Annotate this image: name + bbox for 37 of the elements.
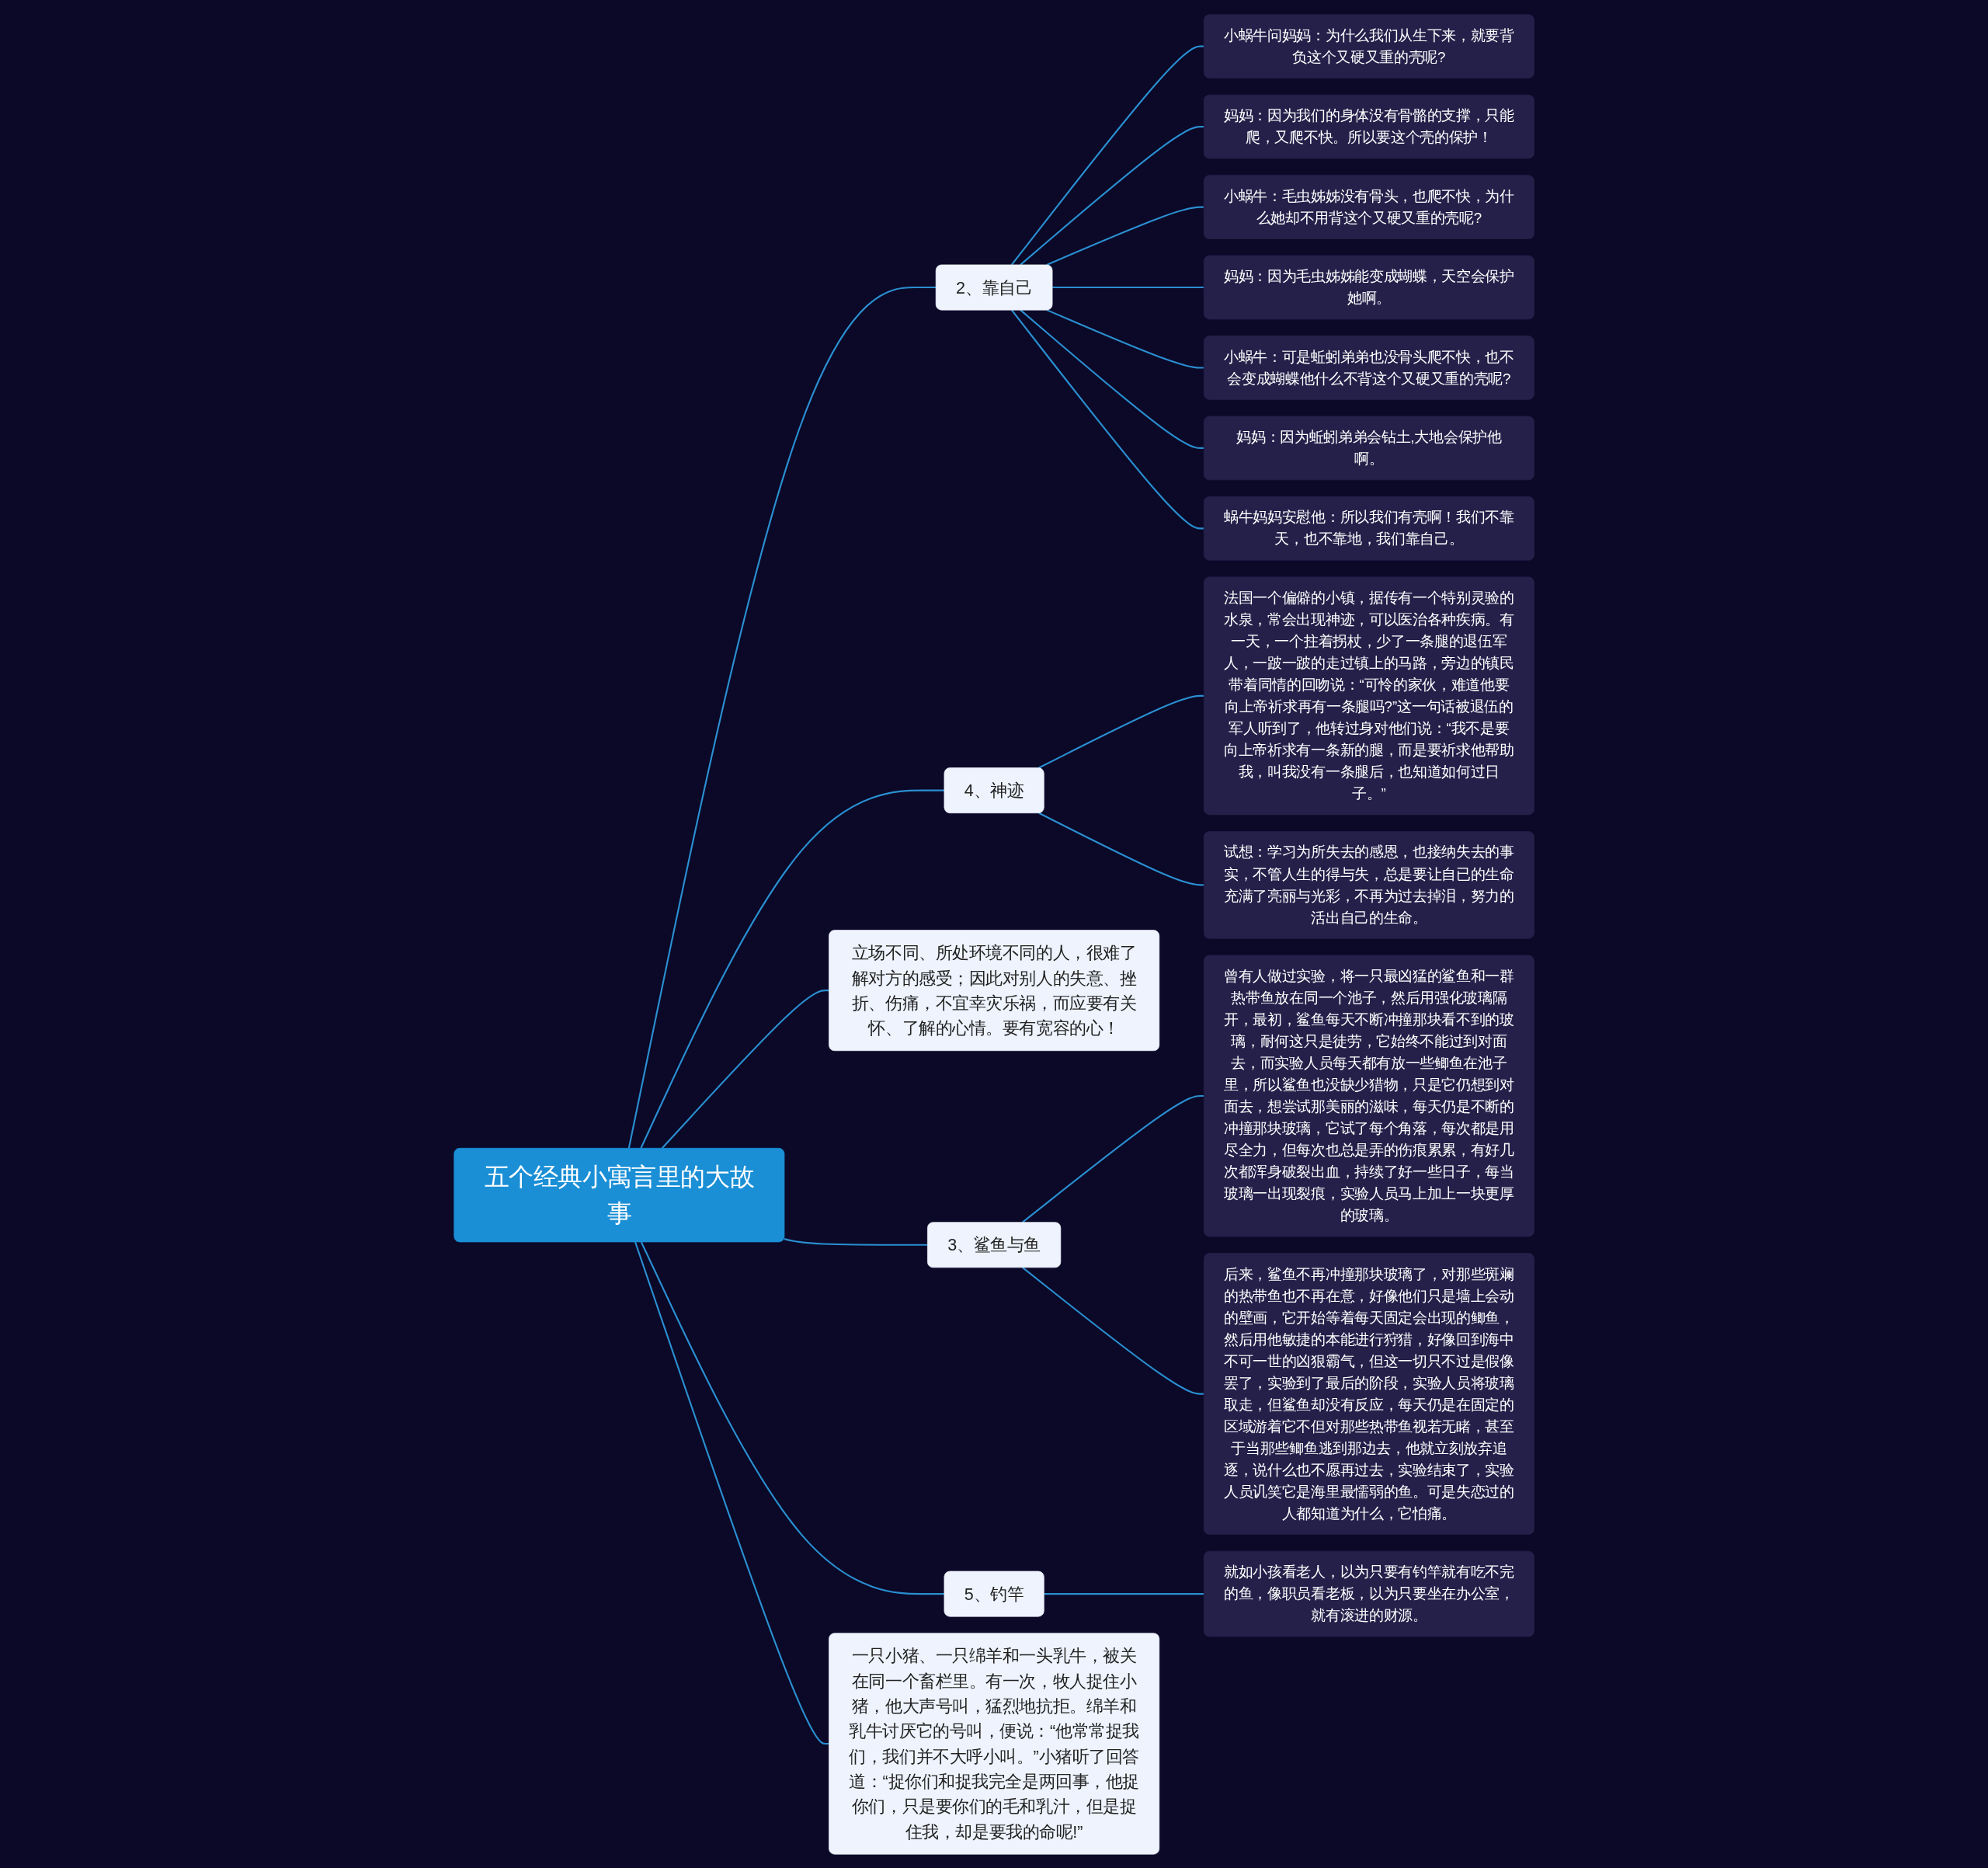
node-box: 后来，鲨鱼不再冲撞那块玻璃了，对那些斑斓的热带鱼也不再在意，好像他们只是墙上会动的壁画，它开始等着每天固定会出现的鲫鱼，然后用他敏捷的本能进行狩猎，好像回到海中不可一世的凶狠霸气，但这一切只不过是假像罢了，实验到了最后的阶段，实验人员将玻璃取走，但鲨鱼却没有反应，每天仍是在固定的区域游着它不但对那些热带鱼视若无睹，甚至于当那些鲫鱼逃到那边去，他就立刻放弃追逐，说什么也不愿再过去，实验结束了，实验人员讥笑它是海里最懦弱的鱼。可是失恋过的人都知道为什么，它怕痛。 [1203,1252,1534,1535]
connector [661,989,829,1149]
connector [1046,206,1204,266]
node-box: 妈妈：因为蚯蚓弟弟会钻土,大地会保护他啊。 [1203,416,1534,480]
node-box: 立场不同、所处环境不同的人，很难了解对方的感受；因此对别人的失意、挫折、伤痛，不宜幸灾乐祸，而应要有关怀、了解的心情。要有宽容的心！ [829,929,1159,1051]
node-box: 妈妈：因为毛虫姊姊能变成蝴蝶，天空会保护她啊。 [1203,255,1534,319]
node-box: 五个经典小寓言里的大故事 [454,1147,785,1242]
node-box: 就如小孩看老人，以为只要有钓竿就有吃不完的鱼，像职员看老板，以为只要坐在办公室，就有滚进的财源。 [1203,1550,1534,1637]
node-box: 小蜗牛：毛虫姊姊没有骨头，也爬不快，为什么她却不用背这个又硬又重的壳呢? [1203,174,1534,239]
connector [1021,1094,1204,1223]
connector [634,1241,829,1745]
node-box: 2、靠自己 [935,264,1053,310]
connector [640,1241,944,1595]
connector [627,286,937,1149]
connector [1046,308,1204,369]
connector [1038,694,1204,769]
connector [1051,286,1204,288]
connector [784,1237,928,1246]
connector [1038,812,1204,885]
node-box: 法国一个偏僻的小镇，据传有一个特别灵验的水泉，常会出现神迹，可以医治各种疾病。有一天，一个拄着拐杖，少了一条腿的退伍军人，一跛一跛的走过镇上的马路，旁边的镇民带着同情的回吻说：“可怜的家伙，难道他要向上帝祈求再有一条腿吗?”这一句话被退伍的军人听到了，他转过身对他们说：“我不是要向上帝祈求有一条新的腿，而是要祈求他帮助我，叫我没有一条腿后，也知道如何过日子。” [1203,576,1534,815]
node-box: 妈妈：因为我们的身体没有骨骼的支撑，只能爬，又爬不快。所以要这个壳的保护！ [1203,94,1534,158]
connector [640,789,944,1149]
node-box: 曾有人做过实验，将一只最凶猛的鲨鱼和一群热带鱼放在同一个池子，然后用强化玻璃隔开，最初，鲨鱼每天不断冲撞那块看不到的玻璃，耐何这只是徒劳，它始终不能过到对面去，而实验人员每天都有放一些鲫鱼在池子里，所以鲨鱼也没缺少猎物，只是它仍想到对面去，想尝试那美丽的滋味，每天仍是不断的冲撞那块玻璃，它试了每个角落，每次都是用尽全力，但每次也总是弄的伤痕累累，有好几次都浑身破裂出血，持续了好一些日子，每当玻璃一出现裂痕，实验人员马上加上一块更厚的玻璃。 [1203,955,1534,1237]
connector [1020,308,1204,449]
node-box: 一只小猪、一只绵羊和一头乳牛，被关在同一个畜栏里。有一次，牧人捉住小猪，他大声号叫，猛烈地抗拒。绵羊和乳牛讨厌它的号叫，便说：“他常常捉我们，我们并不大呼小叫。”小猪听了回答道：“捉你们和捉我完全是两回事，他捉你们，只是要你们的毛和乳汁，但是捉住我，却是要我的命呢!” [829,1632,1159,1855]
node-box: 试想：学习为所失去的感恩，也接纳失去的事实，不管人生的得与失，总是要让自已的生命充满了亮丽与光彩，不再为过去掉泪，努力的活出自己的生命。 [1203,830,1534,939]
connector [1021,1266,1204,1395]
connector [1044,1592,1204,1595]
node-box: 小蜗牛：可是蚯蚓弟弟也没骨头爬不快，也不会变成蝴蝶他什么不背这个又硬又重的壳呢? [1203,335,1534,400]
connector [1020,125,1204,266]
connector [1010,308,1204,529]
node-box: 蜗牛妈妈安慰他：所以我们有壳啊！我们不靠天，也不靠地，我们靠自己。 [1203,496,1534,561]
node-box: 3、鲨鱼与鱼 [926,1221,1062,1268]
node-box: 4、神迹 [944,767,1044,813]
node-box: 小蜗牛问妈妈：为什么我们从生下来，就要背负这个又硬又重的壳呢? [1203,13,1534,78]
node-box: 5、钓竿 [944,1571,1044,1617]
connector [1010,45,1204,266]
